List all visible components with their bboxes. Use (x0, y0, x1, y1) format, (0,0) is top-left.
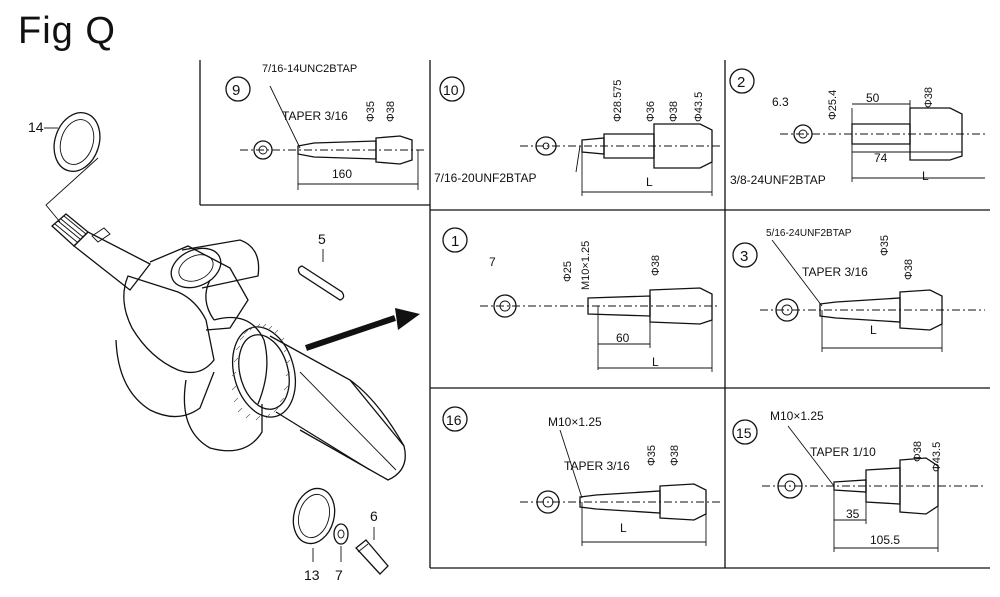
panel-16-number: 16 (446, 412, 462, 428)
crankshaft-counterweight (115, 239, 268, 452)
panel-15-dim-1055: 105.5 (870, 533, 900, 547)
panel-9-dia-35: Φ35 (365, 101, 377, 122)
panel-9-dia-38: Φ38 (385, 101, 397, 122)
panel-15-taper: TAPER 1/10 (810, 445, 876, 459)
panel-1-thread: M10×1.25 (580, 241, 592, 290)
panel-2-dia-254: Φ25.4 (827, 90, 839, 120)
panel-16: 16 M10×1.25 TAPER 3/16 Φ35 Φ38 L (442, 406, 720, 546)
crankshaft-threaded-end (51, 213, 151, 291)
panel-9-length: 160 (332, 167, 352, 181)
callout-5: 5 (318, 231, 326, 247)
oil-seal-bottom (292, 487, 336, 545)
callout-13: 13 (304, 567, 320, 583)
panel-1: 1 7 Φ25 M10×1.25 Φ38 60 L (442, 227, 720, 372)
panel-3-thread: 5/16-24UNF2BTAP (766, 228, 852, 239)
panel-16-thread: M10×1.25 (548, 415, 602, 429)
panel-3-number: 3 (740, 248, 748, 265)
panel-3-dia-35: Φ35 (879, 235, 891, 256)
pto-shaft (269, 335, 406, 481)
panel-1-length: L (652, 355, 659, 369)
panel-2-dia-38: Φ38 (923, 87, 935, 108)
panel-2-length: L (922, 169, 929, 183)
callout-14: 14 (28, 119, 44, 135)
pointer-arrow (305, 308, 420, 351)
panel-16-dia-35: Φ35 (646, 445, 658, 466)
callout-6: 6 (370, 508, 378, 524)
panel-2-thread: 3/8-24UNF2BTAP (730, 173, 826, 187)
crankshaft-assembly: 14 (28, 112, 420, 583)
oil-seal-top (53, 112, 101, 172)
woodruff-key (297, 265, 345, 301)
panel-9-number: 9 (232, 82, 240, 99)
figure-title: Fig Q (18, 10, 116, 52)
panel-10-thread: 7/16-20UNF2BTAP (434, 171, 537, 185)
panel-2-keyway: 6.3 (772, 95, 789, 109)
panel-2: 2 6.3 Φ25.4 50 Φ38 3/8-24UNF2BTAP 74 L (729, 68, 985, 187)
panel-10-number: 10 (443, 82, 459, 98)
panel-9-thread: 7/16-14UNC2BTAP (262, 63, 357, 75)
panel-15-dim-35: 35 (846, 507, 860, 521)
panel-16-dia-38: Φ38 (669, 445, 681, 466)
panel-2-number: 2 (737, 74, 745, 91)
bolt (355, 539, 389, 575)
panel-3-dia-38: Φ38 (903, 259, 915, 280)
timing-gear (231, 323, 296, 421)
panel-9: 9 7/16-14UNC2BTAP TAPER 3/16 Φ35 Φ38 160 (225, 63, 425, 190)
panel-1-number: 1 (451, 233, 459, 250)
panel-15: 15 M10×1.25 Φ38 Φ43.5 TAPER 1/10 35 105.… (732, 409, 985, 552)
panel-3-length: L (870, 323, 877, 337)
panel-3-taper: TAPER 3/16 (802, 265, 868, 279)
panel-16-length: L (620, 521, 627, 535)
panel-1-dia-38: Φ38 (650, 255, 662, 276)
panel-3: 3 5/16-24UNF2BTAP Φ35 Φ38 TAPER 3/16 L (732, 228, 985, 352)
panel-15-thread: M10×1.25 (770, 409, 824, 423)
panel-2-dim-50: 50 (866, 91, 880, 105)
panel-10-dia-435: Φ43.5 (693, 92, 705, 122)
panel-10: 10 Φ28.575 Φ36 Φ38 Φ43.5 7/16-20UNF2BTAP… (434, 76, 720, 196)
panel-1-keyway: 7 (489, 255, 496, 269)
panel-16-taper: TAPER 3/16 (564, 459, 630, 473)
panel-2-dim-74: 74 (874, 151, 888, 165)
panel-10-dia-38: Φ38 (668, 101, 680, 122)
panel-1-dia-25: Φ25 (562, 261, 574, 282)
panel-1-dim-60: 60 (616, 331, 630, 345)
panel-10-dia-36: Φ36 (645, 101, 657, 122)
panel-10-length: L (646, 175, 653, 189)
panel-10-dia-28575: Φ28.575 (612, 80, 624, 122)
panel-15-number: 15 (736, 425, 752, 441)
washer (333, 523, 349, 545)
panel-15-dia-38: Φ38 (912, 441, 924, 462)
panel-9-taper: TAPER 3/16 (282, 109, 348, 123)
panel-grid (199, 60, 990, 569)
panel-15-dia-435: Φ43.5 (931, 442, 943, 472)
callout-7: 7 (335, 567, 343, 583)
